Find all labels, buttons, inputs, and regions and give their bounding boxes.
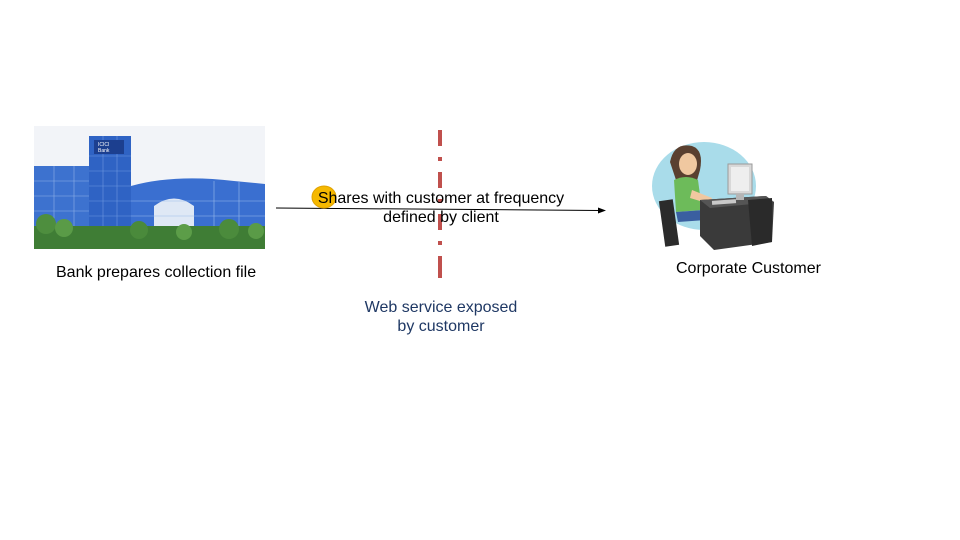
arrow-right-icon [275,207,606,214]
boundary-label: Web service exposed by customer [340,298,542,336]
flow-label: Shares with customer at frequency define… [311,189,571,227]
flow-label-line2: defined by client [383,209,499,226]
coin-icon [311,185,337,209]
bank-sign-line2: Bank [98,148,110,154]
boundary-label-line2: by customer [397,318,485,335]
person-at-computer-illustration [652,142,774,250]
bank-sign-line1: ICICI [98,142,109,148]
flow-label-line1: Shares with customer at frequency [317,190,565,207]
customer-caption: Corporate Customer [676,260,821,277]
boundary-divider [438,130,442,278]
bank-caption: Bank prepares collection file [56,264,257,281]
bank-building-photo: ICICI Bank [34,126,265,249]
boundary-label-line1: Web service exposed [364,299,518,316]
